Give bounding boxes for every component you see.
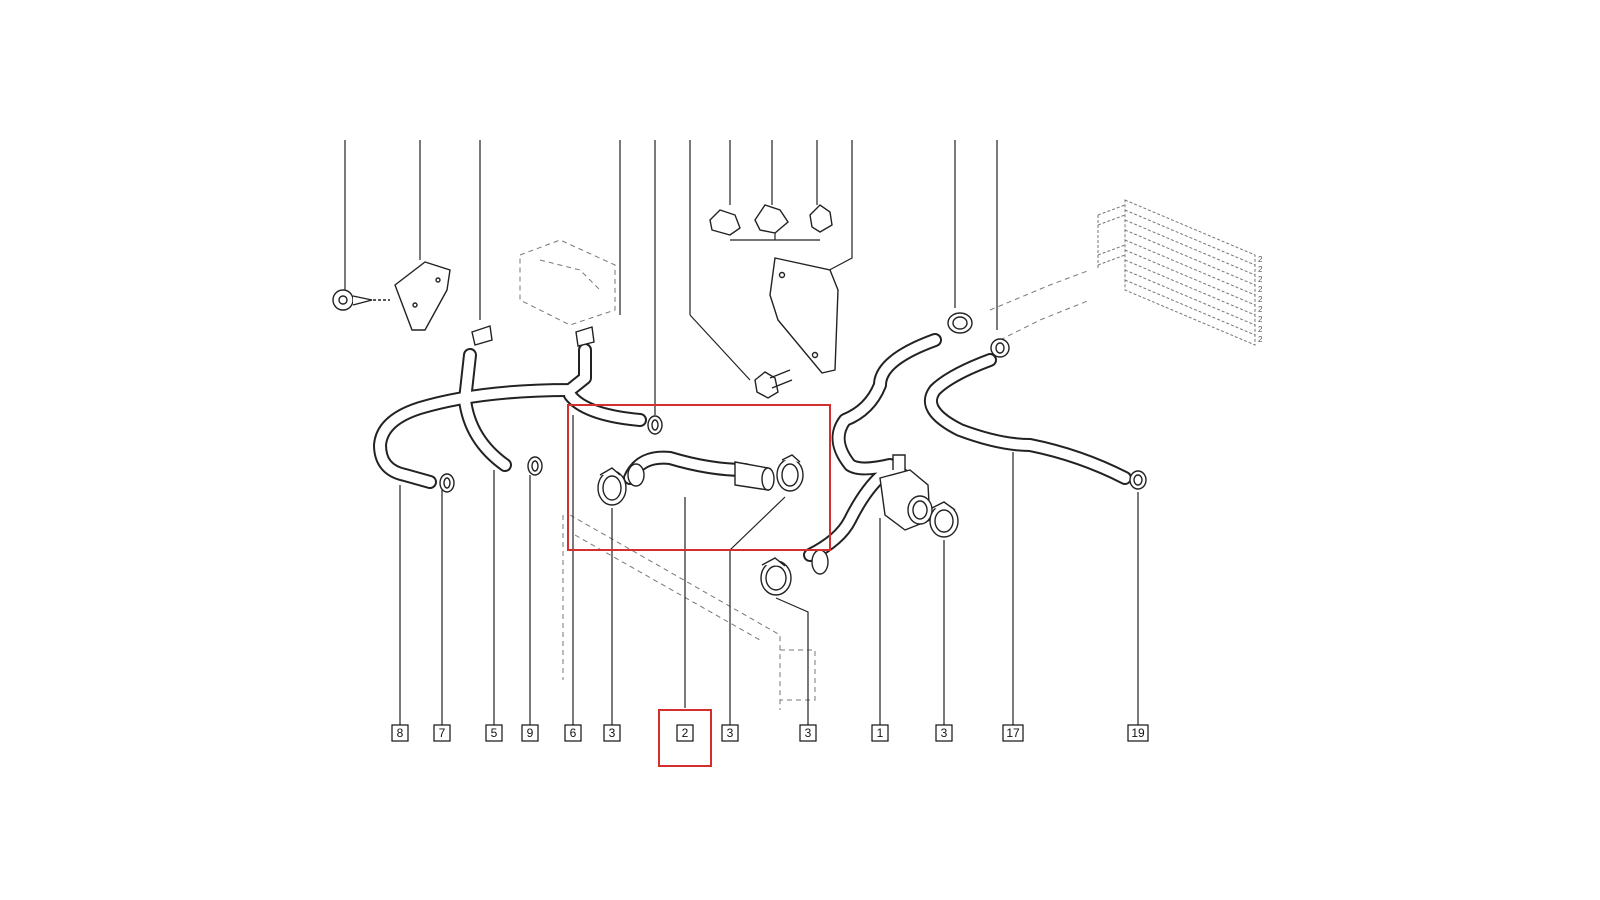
- clamp-3b: [776, 454, 804, 492]
- highlight-frame-part-2: [567, 404, 831, 551]
- dashed-heater-pipe-upper: [989, 269, 1091, 311]
- heater-matrix: [1097, 199, 1256, 346]
- callout-number: 9: [527, 726, 534, 740]
- callout-number: 19: [1131, 726, 1145, 740]
- callout-box: [799, 724, 817, 742]
- heater-mark: 2: [1258, 295, 1263, 304]
- heater-mark: 2: [1258, 255, 1263, 264]
- clamp-near-9: [527, 456, 543, 476]
- callout-box: [871, 724, 889, 742]
- water-outlet-housing: [879, 454, 933, 531]
- callout-number: 17: [1006, 726, 1020, 740]
- callout-box: [521, 724, 539, 742]
- callout-box: [433, 724, 451, 742]
- callout-number: 3: [727, 726, 734, 740]
- callout-c6: 6: [564, 724, 582, 742]
- callout-labels: 8 7 5 9 6 3 2 3 3 1 3 17 19: [391, 709, 1149, 767]
- callout-box: [603, 724, 621, 742]
- callout-box: [676, 724, 694, 742]
- callout-c7: 7: [433, 724, 451, 742]
- callout-c3a: 3: [603, 724, 621, 742]
- heater-mark: 2: [1258, 265, 1263, 274]
- callout-number: 2: [682, 726, 689, 740]
- callout-box: [1127, 724, 1149, 742]
- left-bracket-and-bolt: [332, 261, 451, 331]
- clamp-3a: [597, 467, 627, 506]
- clamp-near-7: [439, 473, 455, 493]
- heater-mark: 2: [1258, 275, 1263, 284]
- heater-mark: 2: [1258, 335, 1263, 344]
- callout-c19: 19: [1127, 724, 1149, 742]
- clamp-upper-right: [947, 312, 973, 334]
- clip-top-2: [754, 204, 789, 234]
- dashed-crossmember-body: [569, 514, 781, 710]
- heater-mark: 2: [1258, 285, 1263, 294]
- dashed-ghost-parts: [519, 239, 1091, 710]
- callout-c9: 9: [521, 724, 539, 742]
- dashed-reservoir-inner: [539, 259, 601, 291]
- heater-mark: 2: [1258, 305, 1263, 314]
- clamp-3c: [760, 557, 792, 596]
- callout-box: [721, 724, 739, 742]
- callout-c5: 5: [485, 724, 503, 742]
- hose-clamps: [439, 312, 1147, 596]
- top-leader-lines: [344, 140, 998, 415]
- callout-c3d: 3: [935, 724, 953, 742]
- callout-c3b: 3: [721, 724, 739, 742]
- bottom-leader-lines: [399, 415, 1139, 725]
- clamp-near-5: [471, 325, 493, 346]
- callout-highlight-frame: [658, 709, 712, 767]
- callout-number: 5: [491, 726, 498, 740]
- clamp-reservoir: [575, 326, 595, 347]
- callout-number: 1: [877, 726, 884, 740]
- clips-top: [709, 204, 833, 236]
- callout-number: 8: [397, 726, 404, 740]
- hose-2-details: [627, 461, 829, 575]
- callout-c2: 2: [658, 709, 712, 767]
- callout-c1: 1: [871, 724, 889, 742]
- clip-top-3: [809, 204, 833, 233]
- clamp-near-6: [647, 415, 663, 435]
- callout-box: [564, 724, 582, 742]
- callout-box: [391, 724, 409, 742]
- heater-mark: 2: [1258, 325, 1263, 334]
- dashed-bracket: [780, 649, 816, 701]
- clamp-17-top: [990, 338, 1010, 358]
- callout-number: 3: [609, 726, 616, 740]
- callout-box: [1002, 724, 1024, 742]
- heater-mark: 2: [1258, 315, 1263, 324]
- callout-box: [935, 724, 953, 742]
- callout-box: [485, 724, 503, 742]
- callout-c8: 8: [391, 724, 409, 742]
- bolt-head: [754, 371, 779, 399]
- callout-c3c: 3: [799, 724, 817, 742]
- callout-number: 3: [941, 726, 948, 740]
- clamp-3d: [929, 501, 959, 538]
- mounting-bracket: [754, 257, 839, 399]
- clamp-19: [1129, 470, 1147, 490]
- callout-number: 3: [805, 726, 812, 740]
- callout-number: 7: [439, 726, 446, 740]
- dashed-reservoir: [519, 239, 616, 326]
- clip-top-1: [709, 209, 741, 236]
- callout-number: 6: [570, 726, 577, 740]
- callout-c17: 17: [1002, 724, 1024, 742]
